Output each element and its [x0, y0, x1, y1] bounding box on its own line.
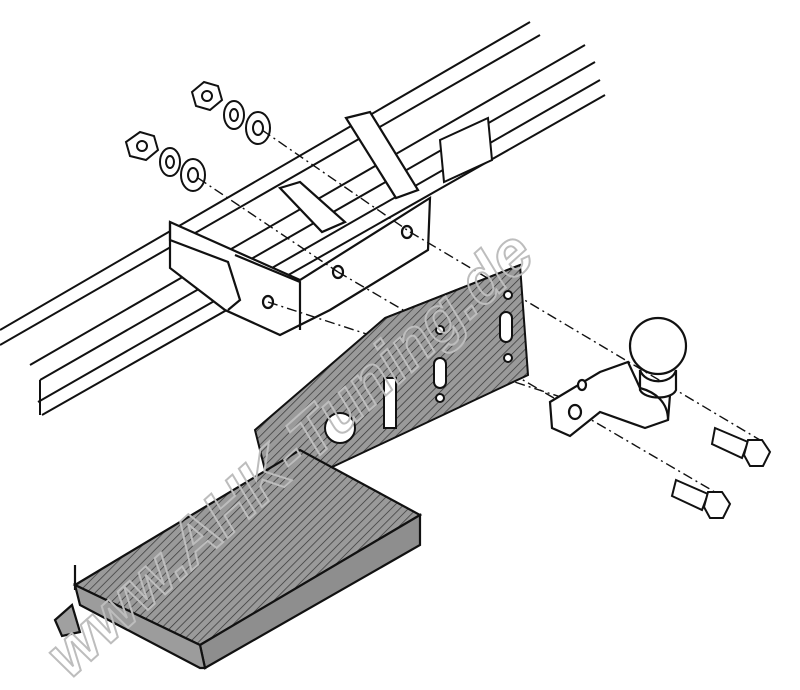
tow-ball-coupling	[548, 316, 688, 438]
nut-washer-set-upper	[190, 80, 271, 145]
frame-bracket	[168, 110, 432, 337]
nut-washer-set-lower	[124, 130, 206, 192]
step-tread	[53, 448, 423, 670]
alignment-lines	[197, 129, 761, 496]
rail-tab	[438, 116, 494, 184]
bolt-upper	[710, 426, 772, 467]
step-mounting-plate	[253, 263, 530, 472]
bolt-lower	[670, 478, 732, 519]
